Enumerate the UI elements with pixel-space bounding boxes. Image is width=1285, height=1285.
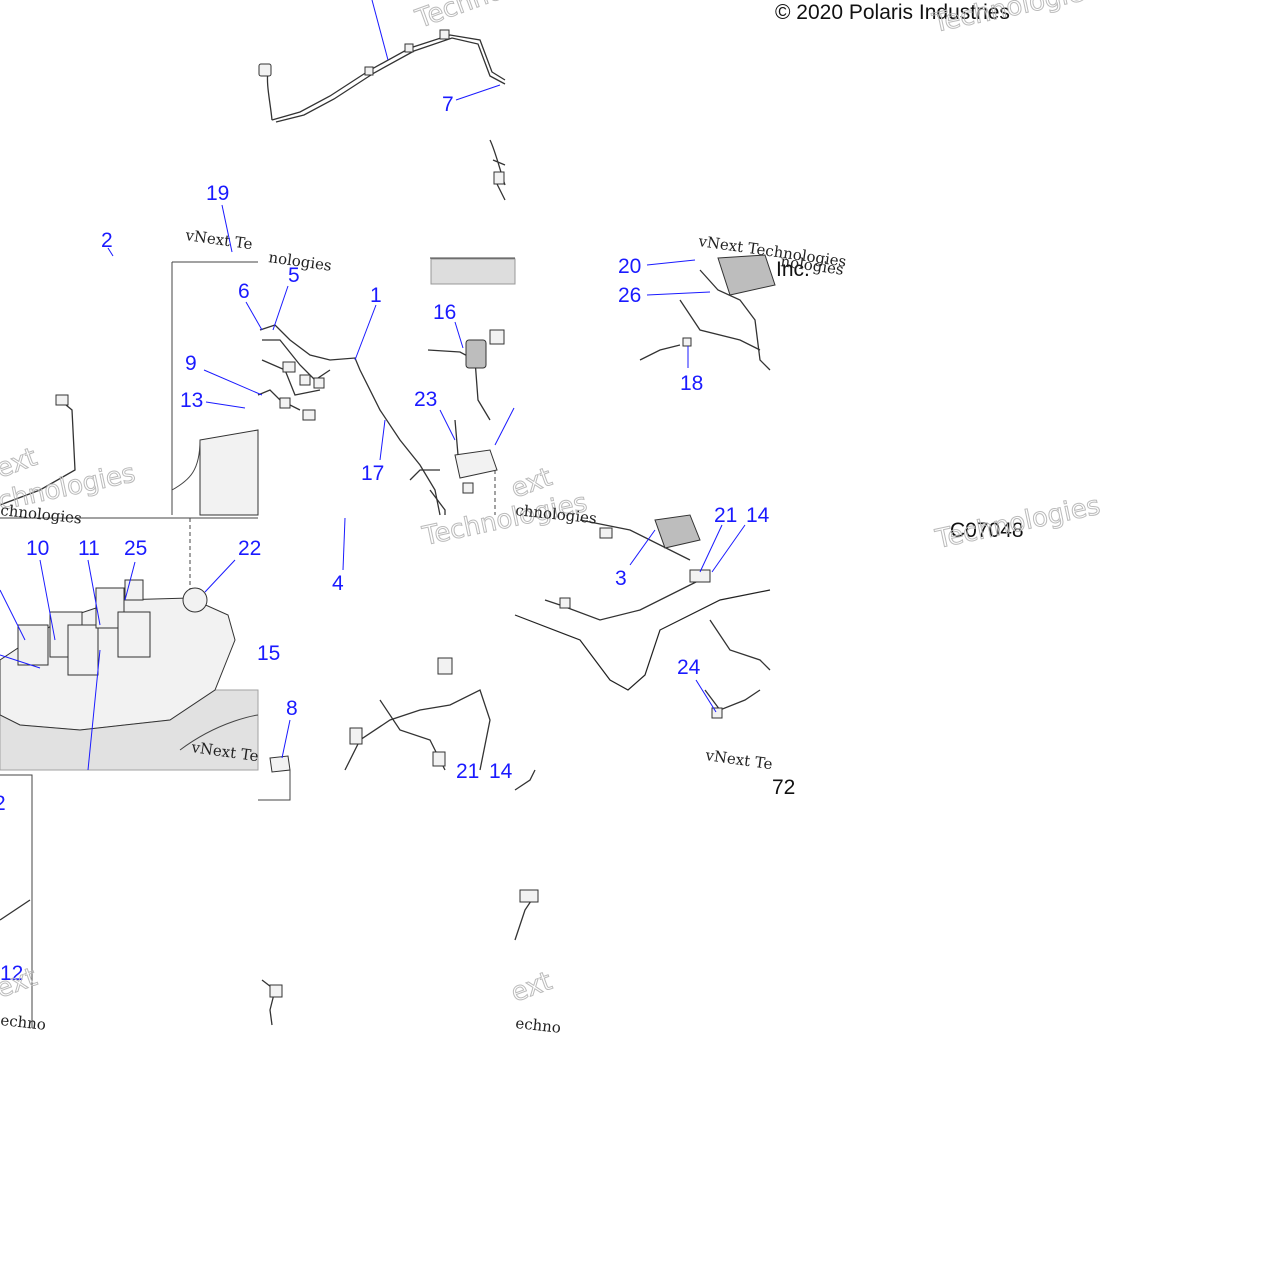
callout-2: 2: [101, 229, 113, 252]
callout-21: 21: [714, 504, 737, 527]
callout-21-bottom: 21: [456, 760, 479, 783]
callout-25: 25: [124, 537, 147, 560]
watermark-topleft: Techno vNext Te nologies: [183, 0, 508, 275]
callout-5: 5: [288, 264, 300, 287]
callout-19: 19: [206, 182, 229, 205]
callout-22: 22: [238, 537, 261, 560]
callout-7: 7: [442, 93, 454, 116]
callout-26: 26: [618, 284, 641, 307]
callout-8: 8: [286, 697, 298, 720]
callout-9: 9: [185, 352, 197, 375]
harness-segment-top: [258, 29, 506, 201]
leader-lines: [0, 0, 746, 771]
fragment-72: 72: [772, 776, 795, 799]
callout-13: 13: [180, 389, 203, 412]
small-fragments: [261, 769, 539, 1026]
callout-14-bottom: 14: [489, 760, 513, 783]
watermark-ext-lower-center: ext: [507, 966, 556, 1008]
watermark-inc: Inc.: [776, 258, 810, 281]
callout-17: 17: [361, 462, 384, 485]
watermark-vnext-bottom-right: vNext Te: [703, 746, 773, 773]
callout-1: 1: [370, 284, 382, 307]
callout-3: 3: [615, 567, 627, 590]
callout-6: 6: [238, 280, 250, 303]
figure-code: C07048: [950, 519, 1024, 542]
watermark-echno-lower-center: echno: [515, 1014, 562, 1037]
callout-18: 18: [680, 372, 703, 395]
callout-12: 12: [0, 962, 23, 985]
watermark-chnologies-left: chnologies: [0, 501, 83, 527]
callout-labels: 7 19 2 1 5 6 9 13 16 23 17 20 26 18 10 1…: [0, 93, 770, 985]
watermark-echno-lower-left: echno: [0, 1011, 47, 1034]
main-harness-panel: [171, 257, 516, 516]
callout-2-lower: 2: [0, 792, 6, 815]
figure-text: © 2020 Polaris Industries C07048 72 Inc.: [772, 1, 1024, 799]
copyright-text: © 2020 Polaris Industries: [775, 1, 1010, 24]
callout-20: 20: [618, 255, 641, 278]
callout-14: 14: [746, 504, 770, 527]
callout-23: 23: [414, 388, 437, 411]
harness-segment-bottom: [258, 657, 491, 801]
watermark-nologies-1: nologies: [267, 248, 332, 275]
callout-4: 4: [332, 572, 344, 595]
watermark-technologies-right: Technologies: [932, 491, 1103, 555]
harness-segment-right: [514, 514, 771, 719]
watermark-techno-1: Techno: [411, 0, 507, 35]
harness-segment-left: [0, 394, 76, 1028]
callout-10: 10: [26, 537, 49, 560]
callout-11: 11: [78, 537, 100, 560]
watermark-vnext-1: vNext Te: [183, 226, 253, 253]
callout-16: 16: [433, 301, 456, 324]
watermark-techno-topright: Technologies: [929, 0, 1100, 39]
fuse-box-panel: [0, 517, 259, 771]
callout-24: 24: [677, 656, 701, 679]
module-segment-upper-right: [639, 254, 776, 371]
callout-15: 15: [257, 642, 280, 665]
